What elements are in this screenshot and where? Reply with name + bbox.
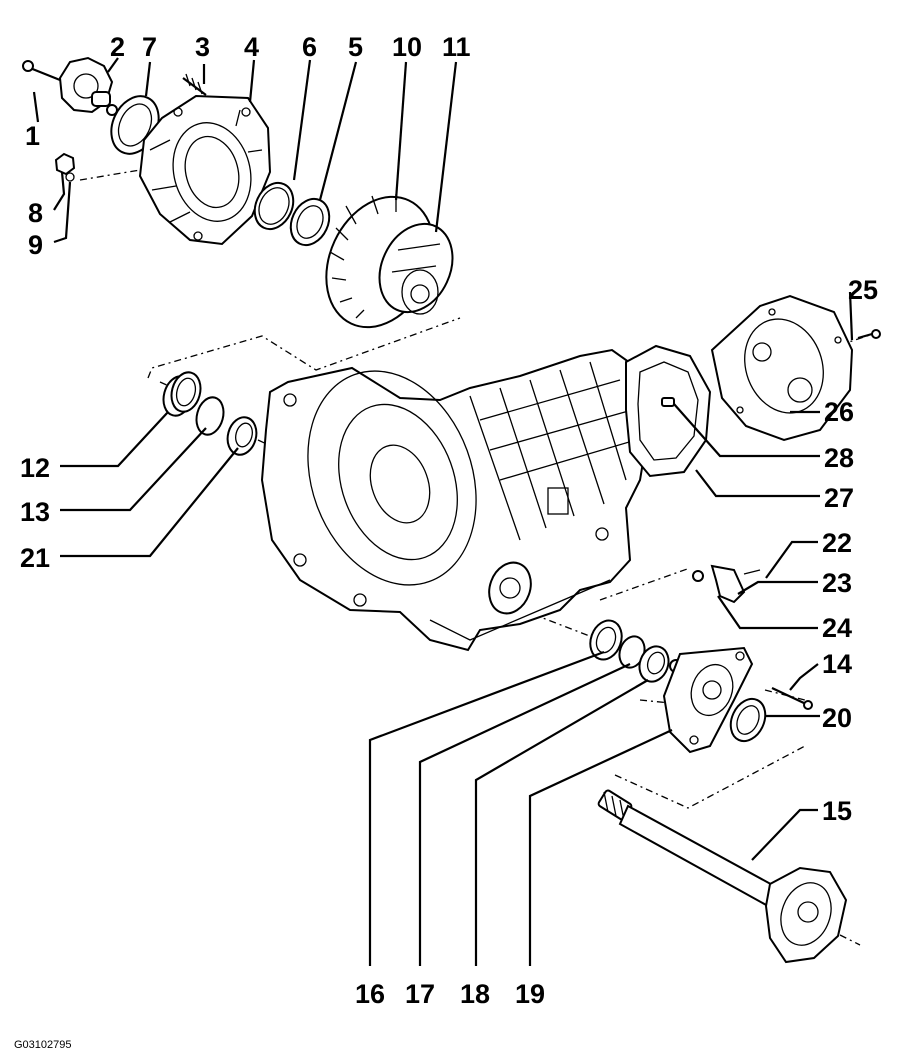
part-o-ring-13 xyxy=(195,396,225,436)
callout-20: 20 xyxy=(822,703,852,733)
callout-28: 28 xyxy=(824,443,854,473)
part-seal-16 xyxy=(589,619,623,661)
callout-27: 27 xyxy=(824,483,854,513)
part-flange-housing xyxy=(662,646,754,754)
callout-4: 4 xyxy=(244,32,259,62)
callout-11: 11 xyxy=(442,32,471,62)
callout-17: 17 xyxy=(405,979,435,1009)
callout-14: 14 xyxy=(822,649,852,679)
callout-24: 24 xyxy=(822,613,852,643)
callout-25: 25 xyxy=(848,275,878,305)
reference-code: G03102795 xyxy=(14,1039,72,1051)
callout-5: 5 xyxy=(348,32,363,62)
callout-2: 2 xyxy=(110,32,125,62)
part-seal-20 xyxy=(729,697,767,743)
callout-7: 7 xyxy=(142,32,157,62)
part-crown-wheel-differential xyxy=(325,194,454,329)
callout-23: 23 xyxy=(822,568,852,598)
part-o-ring-6 xyxy=(253,181,295,231)
callout-1: 1 xyxy=(25,121,40,151)
callout-6: 6 xyxy=(302,32,317,62)
part-dowel-28 xyxy=(661,397,675,407)
part-seal-12 xyxy=(162,371,202,417)
callout-3: 3 xyxy=(195,32,210,62)
part-differential-cover xyxy=(138,94,272,246)
part-seal-21 xyxy=(226,416,258,456)
part-bolt-25 xyxy=(857,329,881,340)
callout-labels: 1 2 7 3 4 6 5 10 11 8 9 12 13 21 25 26 2… xyxy=(20,32,878,1009)
callout-10: 10 xyxy=(392,32,422,62)
callout-18: 18 xyxy=(460,979,490,1009)
part-shim-ring-5 xyxy=(289,197,331,247)
part-rear-cover xyxy=(710,294,854,442)
part-drain-plug xyxy=(54,152,76,182)
leader-lines xyxy=(32,57,854,966)
part-drive-shaft xyxy=(597,789,848,964)
part-gasket-27 xyxy=(625,344,712,478)
callout-21: 21 xyxy=(20,543,50,573)
callout-19: 19 xyxy=(515,979,545,1009)
callout-9: 9 xyxy=(28,230,43,260)
callout-22: 22 xyxy=(822,528,852,558)
part-flange-shaft xyxy=(22,56,118,116)
part-transmission-housing xyxy=(260,348,652,652)
part-sensor-bracket xyxy=(692,564,761,604)
callout-8: 8 xyxy=(28,198,43,228)
callout-16: 16 xyxy=(355,979,385,1009)
callout-26: 26 xyxy=(824,397,854,427)
part-bolt-14 xyxy=(771,687,813,710)
callout-12: 12 xyxy=(20,453,50,483)
callout-15: 15 xyxy=(822,796,852,826)
part-bolt-3 xyxy=(182,73,207,96)
callout-13: 13 xyxy=(20,497,50,527)
